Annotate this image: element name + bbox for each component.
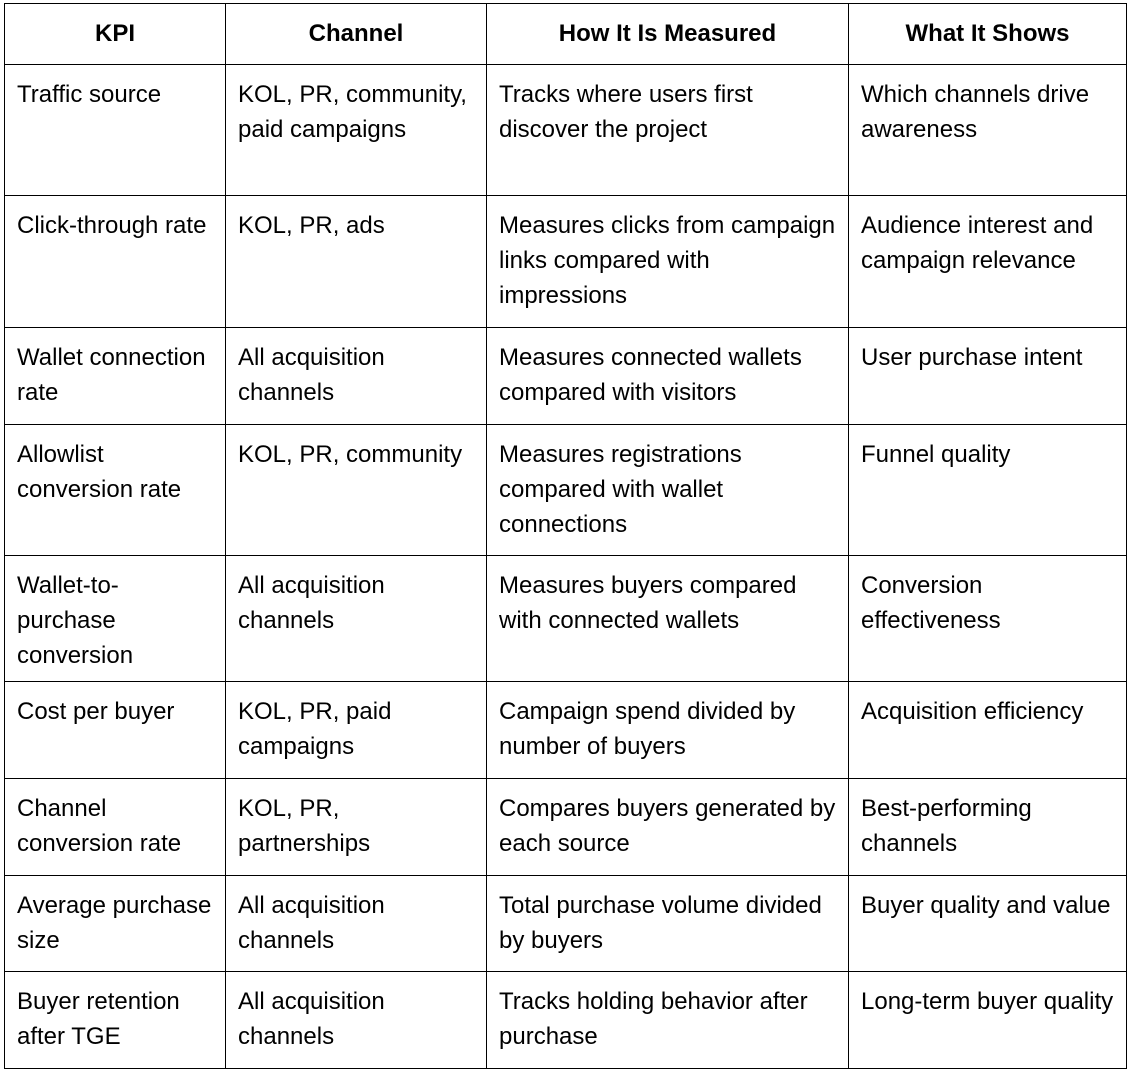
cell-kpi: Traffic source (4, 64, 226, 196)
cell-what-shows: Best-performing channels (848, 778, 1127, 876)
table-row: Wallet-to-purchase conversion All acquis… (4, 555, 1127, 682)
cell-what-shows: Audience interest and campaign relevance (848, 195, 1127, 328)
cell-how-measured: Measures buyers compared with connected … (486, 555, 849, 682)
header-how-measured: How It Is Measured (486, 3, 849, 65)
header-channel: Channel (225, 3, 487, 65)
header-kpi: KPI (4, 3, 226, 65)
cell-kpi: Cost per buyer (4, 681, 226, 779)
cell-channel: KOL, PR, community, paid campaigns (225, 64, 487, 196)
cell-channel: All acquisition channels (225, 327, 487, 425)
cell-kpi: Click-through rate (4, 195, 226, 328)
cell-channel: All acquisition channels (225, 971, 487, 1069)
cell-channel: All acquisition channels (225, 875, 487, 972)
table-header: KPI Channel How It Is Measured What It S… (4, 3, 1127, 65)
cell-how-measured: Tracks holding behavior after purchase (486, 971, 849, 1069)
cell-what-shows: Buyer quality and value (848, 875, 1127, 972)
cell-channel: KOL, PR, partnerships (225, 778, 487, 876)
cell-how-measured: Measures registrations compared with wal… (486, 424, 849, 556)
table-row: Wallet connection rate All acquisition c… (4, 327, 1127, 425)
table-body: Traffic source KOL, PR, community, paid … (4, 64, 1127, 1069)
cell-kpi: Allowlist conversion rate (4, 424, 226, 556)
table-row: Channel conversion rate KOL, PR, partner… (4, 778, 1127, 876)
cell-kpi: Wallet connection rate (4, 327, 226, 425)
cell-channel: KOL, PR, community (225, 424, 487, 556)
table-row: Average purchase size All acquisition ch… (4, 875, 1127, 972)
header-row: KPI Channel How It Is Measured What It S… (4, 3, 1127, 65)
table-row: Buyer retention after TGE All acquisitio… (4, 971, 1127, 1069)
cell-channel: All acquisition channels (225, 555, 487, 682)
cell-what-shows: User purchase intent (848, 327, 1127, 425)
cell-how-measured: Tracks where users first discover the pr… (486, 64, 849, 196)
cell-how-measured: Measures clicks from campaign links comp… (486, 195, 849, 328)
cell-channel: KOL, PR, paid campaigns (225, 681, 487, 779)
cell-what-shows: Which channels drive awareness (848, 64, 1127, 196)
cell-what-shows: Conversion effectiveness (848, 555, 1127, 682)
cell-how-measured: Campaign spend divided by number of buye… (486, 681, 849, 779)
cell-kpi: Buyer retention after TGE (4, 971, 226, 1069)
table-row: Click-through rate KOL, PR, ads Measures… (4, 195, 1127, 328)
table-row: Cost per buyer KOL, PR, paid campaigns C… (4, 681, 1127, 779)
cell-channel: KOL, PR, ads (225, 195, 487, 328)
cell-how-measured: Measures connected wallets compared with… (486, 327, 849, 425)
cell-kpi: Average purchase size (4, 875, 226, 972)
header-what-shows: What It Shows (848, 3, 1127, 65)
table-row: Allowlist conversion rate KOL, PR, commu… (4, 424, 1127, 556)
kpi-table: KPI Channel How It Is Measured What It S… (4, 3, 1127, 1069)
cell-kpi: Channel conversion rate (4, 778, 226, 876)
cell-what-shows: Long-term buyer quality (848, 971, 1127, 1069)
cell-kpi: Wallet-to-purchase conversion (4, 555, 226, 682)
cell-how-measured: Total purchase volume divided by buyers (486, 875, 849, 972)
cell-what-shows: Acquisition efficiency (848, 681, 1127, 779)
cell-what-shows: Funnel quality (848, 424, 1127, 556)
cell-how-measured: Compares buyers generated by each source (486, 778, 849, 876)
table-row: Traffic source KOL, PR, community, paid … (4, 64, 1127, 196)
